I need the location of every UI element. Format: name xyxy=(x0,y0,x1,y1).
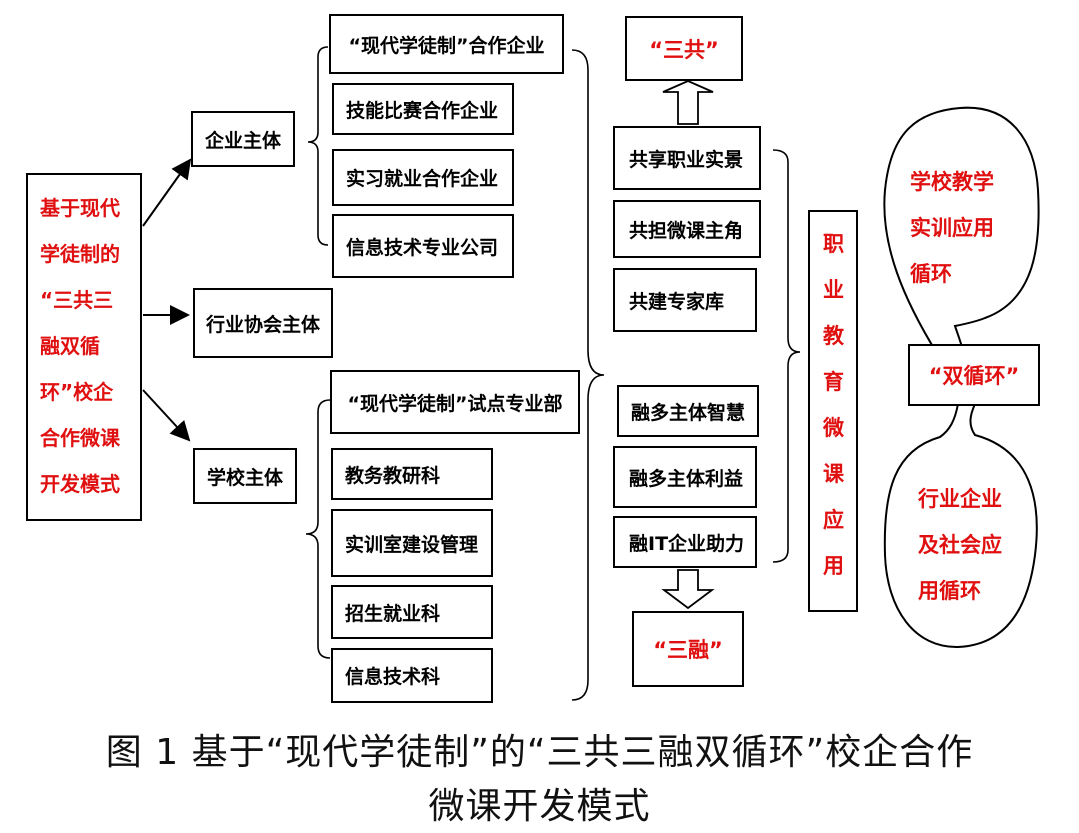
industry-cycle-line-2: 及社会应 xyxy=(918,533,1002,557)
industry-cycle-line-3: 用循环 xyxy=(918,579,981,603)
mode-line-1: 基于现代 xyxy=(40,196,120,220)
school-cycle-line-2: 实训应用 xyxy=(910,216,994,240)
enterprise-item-competition: 技能比赛合作企业 xyxy=(332,83,514,135)
industry-cycle-bubble xyxy=(883,403,1038,649)
application-char-1: 职 xyxy=(823,232,844,256)
enterprise-subject-box: 企业主体 xyxy=(191,111,295,167)
down-hollow-arrow xyxy=(661,569,715,610)
school-subject-box: 学校主体 xyxy=(193,448,297,504)
gong-result-box: “三共” xyxy=(625,16,743,81)
up-hollow-arrow xyxy=(662,80,714,125)
school-item-pilot-dept: “现代学徒制”试点专业部 xyxy=(330,370,580,434)
mode-title-box: 基于现代 学徒制的 “三共三 融双循 环”校企 合作微课 开发模式 xyxy=(26,173,142,521)
double-cycle-box: “双循环” xyxy=(908,344,1040,406)
school-cycle-line-1: 学校教学 xyxy=(910,170,994,194)
application-box: 职 业 教 育 微 课 应 用 xyxy=(808,210,858,612)
school-cycle-line-3: 循环 xyxy=(910,262,952,286)
rong-item-it-support: 融IT企业助力 xyxy=(613,516,757,568)
application-char-8: 用 xyxy=(823,554,844,578)
enterprise-item-it-company: 信息技术专业公司 xyxy=(332,214,514,278)
enterprise-item-apprentice: “现代学徒制”合作企业 xyxy=(329,14,564,74)
arrow-to-school xyxy=(142,389,191,442)
mode-line-3: “三共三 xyxy=(40,288,114,312)
big-brace xyxy=(571,49,605,701)
mode-line-5: 环”校企 xyxy=(40,380,114,404)
application-char-5: 微 xyxy=(823,416,844,440)
arrow-to-enterprise xyxy=(142,158,192,227)
figure-caption-line-2: 微课开发模式 xyxy=(428,786,651,827)
school-item-academic: 教务教研科 xyxy=(331,448,493,500)
gong-item-expert: 共建专家库 xyxy=(613,268,757,332)
gong-rong-brace xyxy=(772,149,801,563)
rong-result-box: “三融” xyxy=(632,611,744,687)
mode-line-4: 融双循 xyxy=(40,334,100,358)
rong-item-interest: 融多主体利益 xyxy=(613,446,757,508)
figure-caption-line-1: 图 1 基于“现代学徒制”的“三共三融双循环”校企合作 xyxy=(105,732,974,773)
rong-item-wisdom: 融多主体智慧 xyxy=(617,385,759,437)
application-char-4: 育 xyxy=(823,370,844,394)
application-char-3: 教 xyxy=(823,324,844,348)
school-item-enrollment: 招生就业科 xyxy=(331,585,493,639)
school-item-training-room: 实训室建设管理 xyxy=(331,509,493,577)
school-brace xyxy=(305,399,331,659)
application-char-6: 课 xyxy=(823,462,844,486)
mode-line-6: 合作微课 xyxy=(40,426,120,450)
school-item-it-section: 信息技术科 xyxy=(331,648,493,703)
gong-item-role: 共担微课主角 xyxy=(613,200,761,258)
industry-cycle-line-1: 行业企业 xyxy=(918,487,1002,511)
school-cycle-bubble xyxy=(883,106,1040,356)
industry-subject-box: 行业协会主体 xyxy=(193,288,333,358)
application-char-7: 应 xyxy=(823,508,844,532)
mode-line-7: 开发模式 xyxy=(40,472,120,496)
gong-item-scene: 共享职业实景 xyxy=(613,126,761,190)
enterprise-item-internship: 实习就业合作企业 xyxy=(332,149,514,206)
mode-line-2: 学徒制的 xyxy=(40,242,120,266)
application-char-2: 业 xyxy=(823,278,844,302)
enterprise-brace xyxy=(307,46,329,246)
